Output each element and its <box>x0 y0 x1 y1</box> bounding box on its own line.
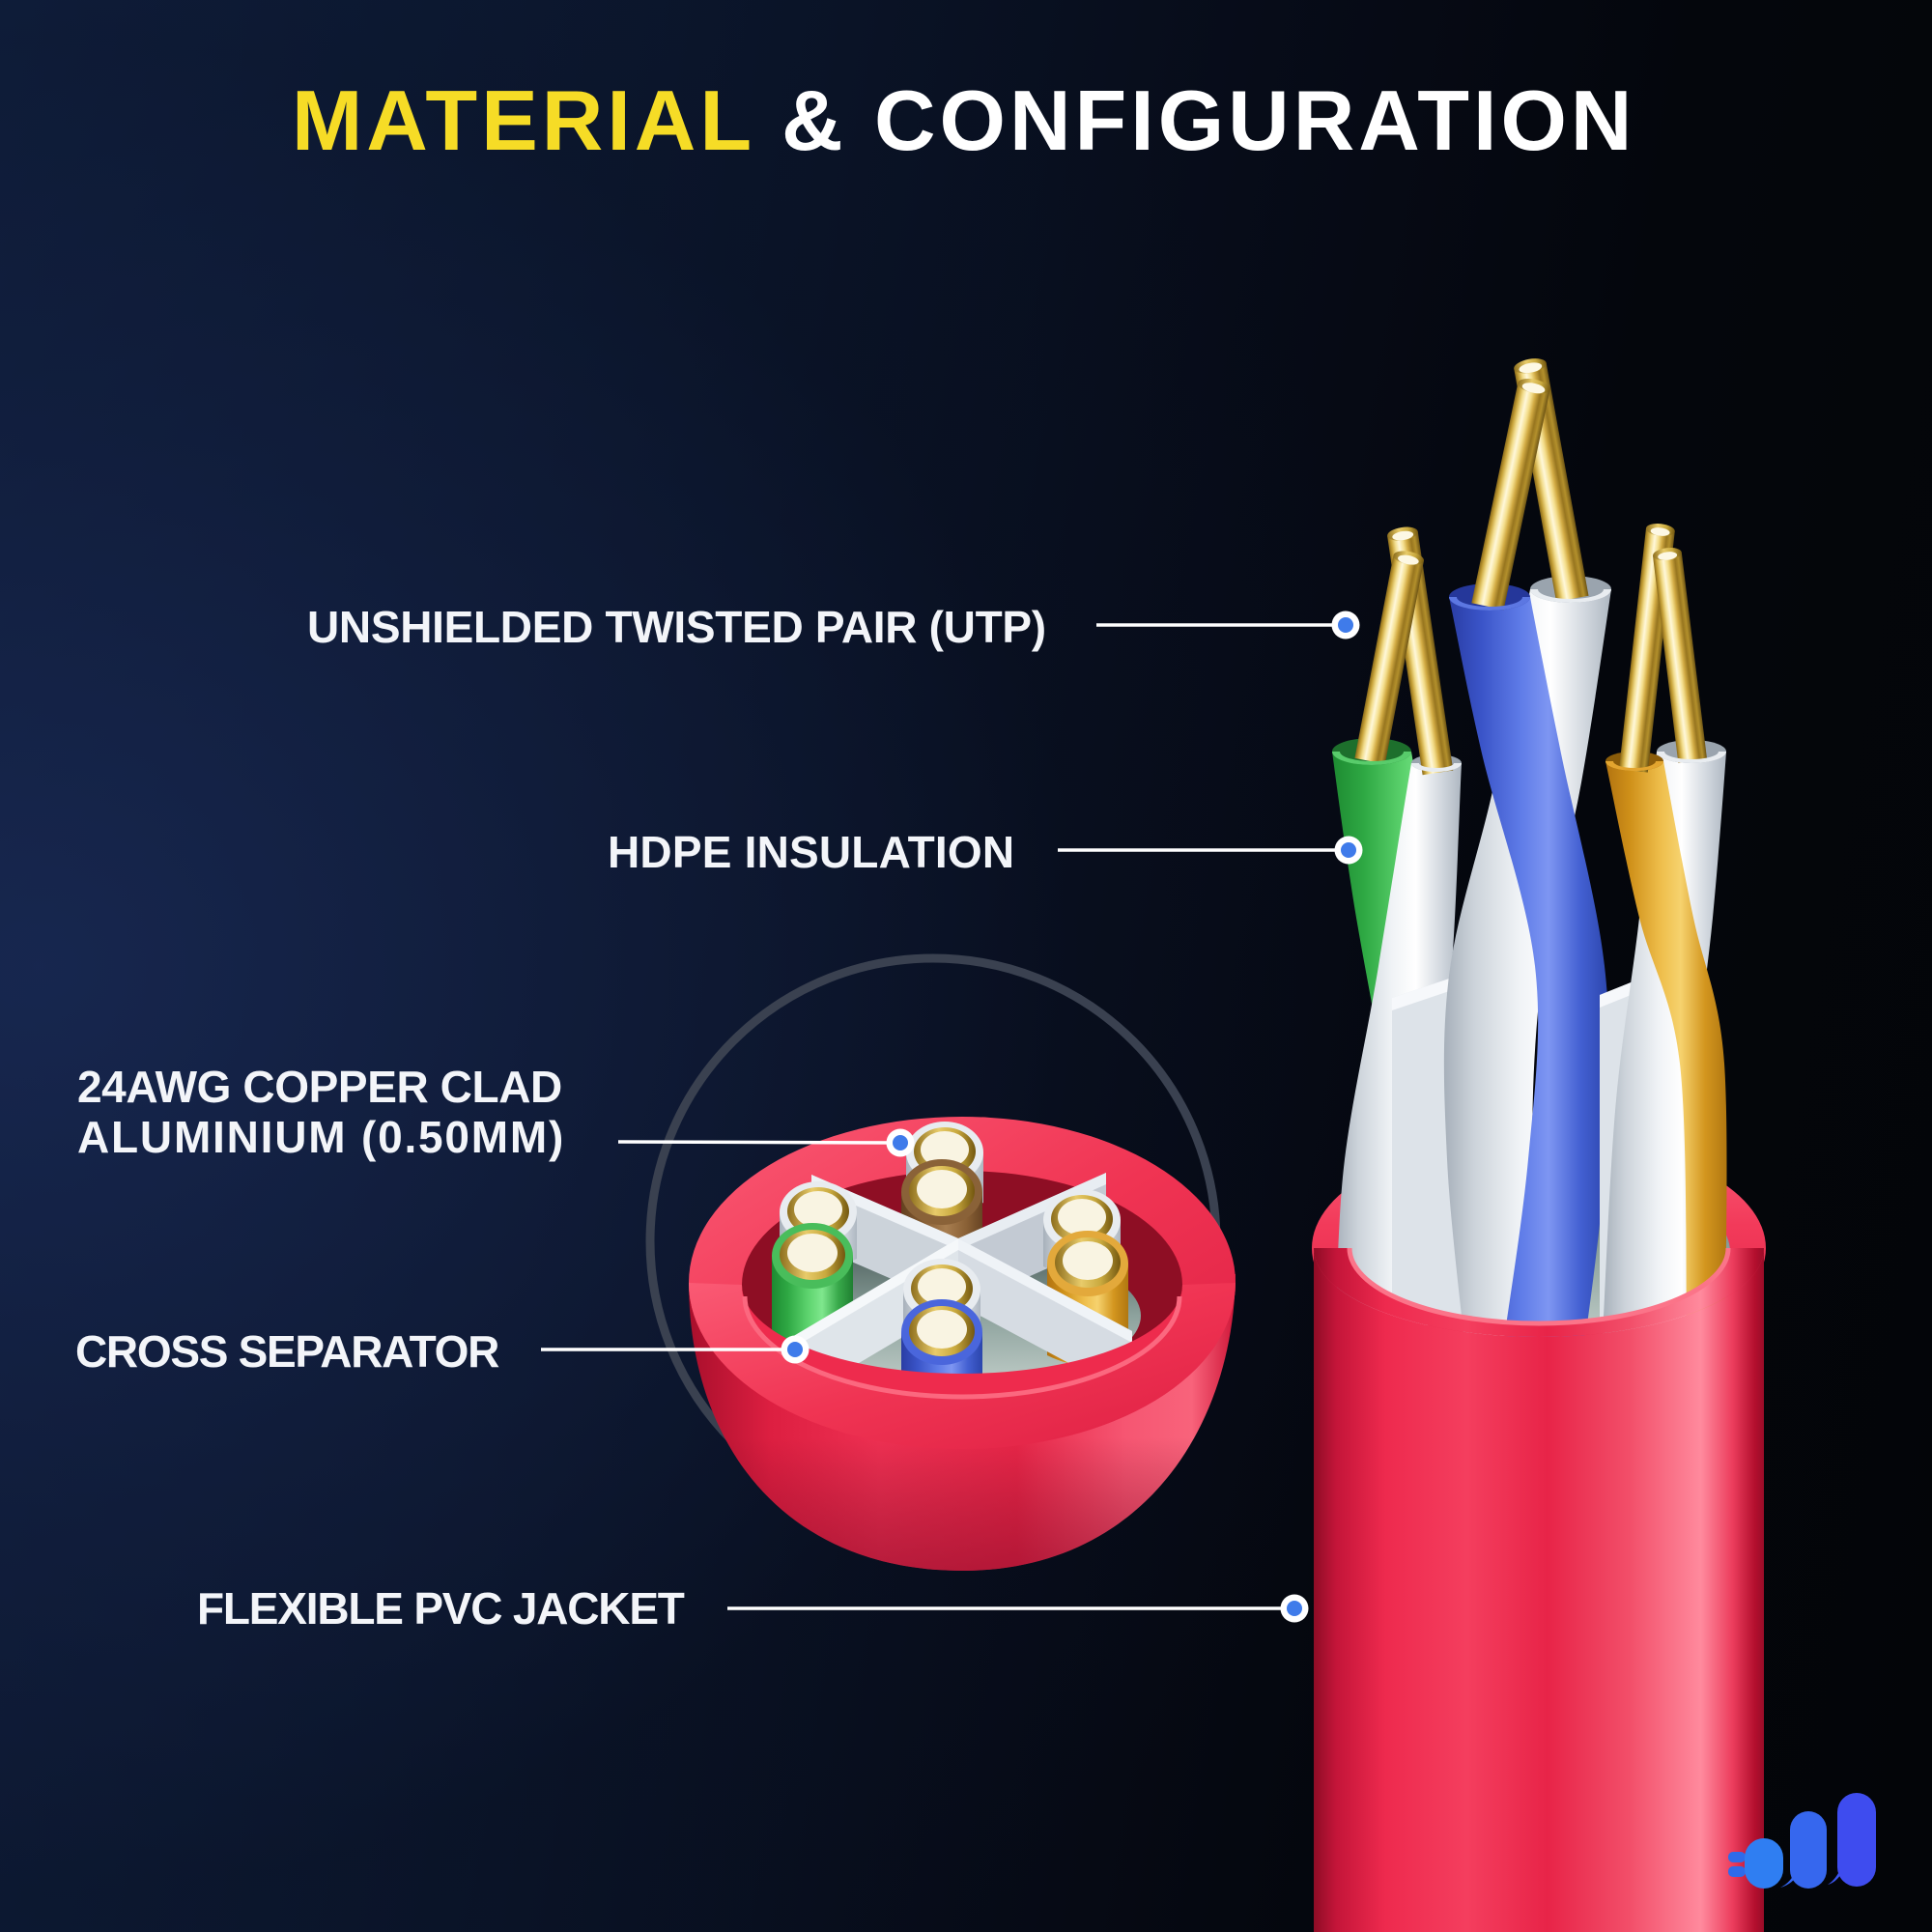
svg-text:ALUMINIUM (0.50MM): ALUMINIUM (0.50MM) <box>77 1112 565 1162</box>
svg-text:HDPE INSULATION: HDPE INSULATION <box>608 827 1014 877</box>
svg-text:CROSS SEPARATOR: CROSS SEPARATOR <box>75 1326 499 1377</box>
svg-text:UNSHIELDED TWISTED PAIR (UTP): UNSHIELDED TWISTED PAIR (UTP) <box>307 602 1046 652</box>
svg-text:24AWG COPPER CLAD: 24AWG COPPER CLAD <box>77 1062 562 1112</box>
svg-text:MATERIAL & CONFIGURATION: MATERIAL & CONFIGURATION <box>292 72 1635 168</box>
svg-text:FLEXIBLE PVC JACKET: FLEXIBLE PVC JACKET <box>197 1583 685 1634</box>
